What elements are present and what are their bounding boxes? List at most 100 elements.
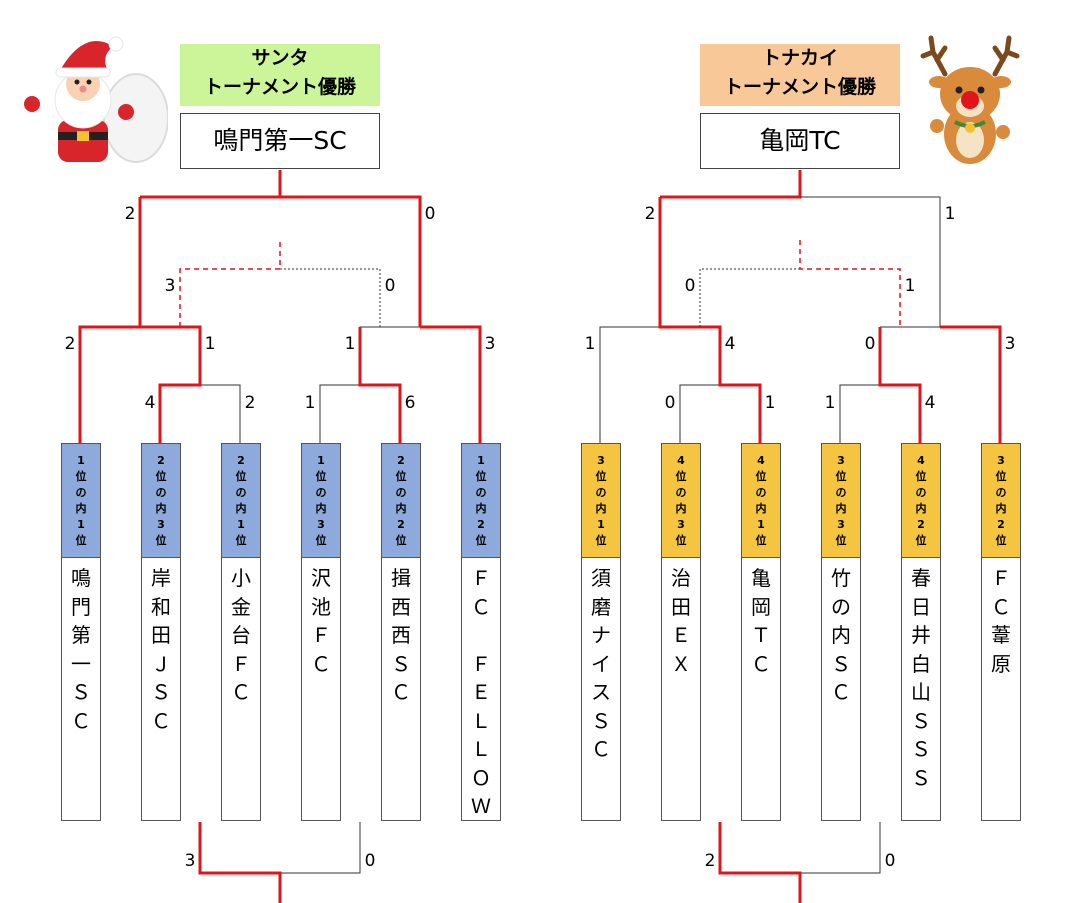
vertical-char: Ｅ: [671, 623, 691, 647]
vertical-char: Ｃ: [231, 680, 251, 704]
vertical-char: 位: [395, 469, 407, 483]
vertical-char: 沢: [311, 566, 331, 590]
vertical-char: イ: [591, 651, 611, 676]
bracket-win-line: [658, 197, 762, 443]
vertical-char: 2: [917, 517, 925, 531]
vertical-char: 池: [311, 594, 331, 619]
vertical-char: 鳴: [71, 566, 91, 590]
santa-sf-right-score: 0: [384, 276, 396, 296]
vertical-char: 2: [997, 517, 1005, 531]
vertical-char: 1: [757, 517, 765, 531]
vertical-char: Ｆ: [471, 651, 491, 676]
vertical-char: 4: [677, 453, 685, 467]
vertical-char: Ｏ: [471, 765, 491, 790]
vertical-char: Ｓ: [831, 651, 851, 676]
bracket-dashed-line: [179, 240, 281, 327]
vertical-char: 葦: [991, 623, 1011, 647]
vertical-char: Ｓ: [911, 737, 931, 761]
vertical-char: の: [235, 485, 247, 499]
vertical-char: 位: [155, 469, 167, 483]
santa-final-right-score: 0: [424, 204, 436, 224]
bracket-line: [200, 384, 241, 443]
vertical-char: 1: [597, 517, 605, 531]
vertical-char: 3: [837, 517, 845, 531]
vertical-char: 白: [911, 651, 931, 676]
vertical-char: 3: [317, 517, 325, 531]
vertical-char: 1: [317, 453, 325, 467]
vertical-char: 位: [155, 533, 167, 547]
vertical-char: の: [995, 485, 1007, 499]
vertical-char: 台: [231, 623, 251, 647]
vertical-char: 3: [157, 517, 165, 531]
vertical-char: 西: [391, 623, 411, 647]
vertical-char: 位: [675, 533, 687, 547]
vertical-char: Ｃ: [591, 737, 611, 761]
vertical-char: Ｃ: [831, 680, 851, 704]
vertical-char: Ｆ: [991, 566, 1011, 590]
vertical-char: 内: [395, 501, 407, 515]
bracket-win-line: [660, 170, 802, 199]
bracket-win-line: [878, 327, 922, 443]
vertical-char: 位: [835, 533, 847, 547]
vertical-char: の: [831, 594, 851, 619]
vertical-char: 原: [991, 651, 1011, 676]
vertical-char: 内: [675, 501, 687, 515]
vertical-char: 4: [757, 453, 765, 467]
vertical-char: 1: [77, 453, 85, 467]
vertical-char: 門: [71, 594, 91, 619]
tonakai-r1-c-score: 1: [824, 393, 836, 413]
tonakai-third-left-score: 2: [704, 851, 716, 871]
bracket-line: [800, 196, 941, 327]
vertical-char: の: [835, 485, 847, 499]
santa-winner: 鳴門第一SC: [180, 113, 380, 169]
vertical-char: 位: [595, 533, 607, 547]
vertical-char: 位: [995, 533, 1007, 547]
vertical-char: 田: [151, 623, 171, 647]
vertical-char: Ｌ: [471, 708, 491, 733]
vertical-char: Ｃ: [471, 594, 491, 619]
santa-third-right-score: 0: [364, 851, 376, 871]
bracket-win-line: [718, 822, 802, 903]
vertical-char: 須: [591, 566, 611, 590]
vertical-char: 3: [677, 517, 685, 531]
santa-r1-a-score: 4: [144, 393, 156, 413]
tonakai-r1-b-score: 1: [764, 393, 776, 413]
santa-qf-team6-score: 3: [484, 334, 496, 354]
vertical-char: Ｓ: [391, 651, 411, 676]
santa-qf-pair2-score: 1: [344, 334, 356, 354]
vertical-char: Ｔ: [751, 623, 771, 647]
vertical-char: 揖: [391, 566, 411, 590]
vertical-char: 2: [397, 453, 405, 467]
vertical-char: 3: [997, 453, 1005, 467]
vertical-char: 位: [475, 469, 487, 483]
vertical-char: 位: [235, 533, 247, 547]
vertical-char: 位: [75, 533, 87, 547]
vertical-char: 3: [837, 453, 845, 467]
santa-qf-team1-score: 2: [64, 334, 76, 354]
santa-title-line1: サンタ: [251, 47, 309, 69]
bracket-line: [359, 326, 420, 347]
vertical-char: 位: [475, 533, 487, 547]
vertical-char: Ｘ: [671, 651, 691, 676]
vertical-char: 位: [235, 469, 247, 483]
santa-title-line2: トーナメント優勝: [203, 76, 356, 98]
vertical-char: Ｃ: [391, 680, 411, 704]
santa-title: サンタ トーナメント優勝: [180, 44, 380, 106]
santa-icon: [18, 28, 169, 168]
vertical-char: 金: [231, 594, 251, 619]
vertical-char: 岡: [751, 594, 771, 619]
vertical-char: の: [595, 485, 607, 499]
